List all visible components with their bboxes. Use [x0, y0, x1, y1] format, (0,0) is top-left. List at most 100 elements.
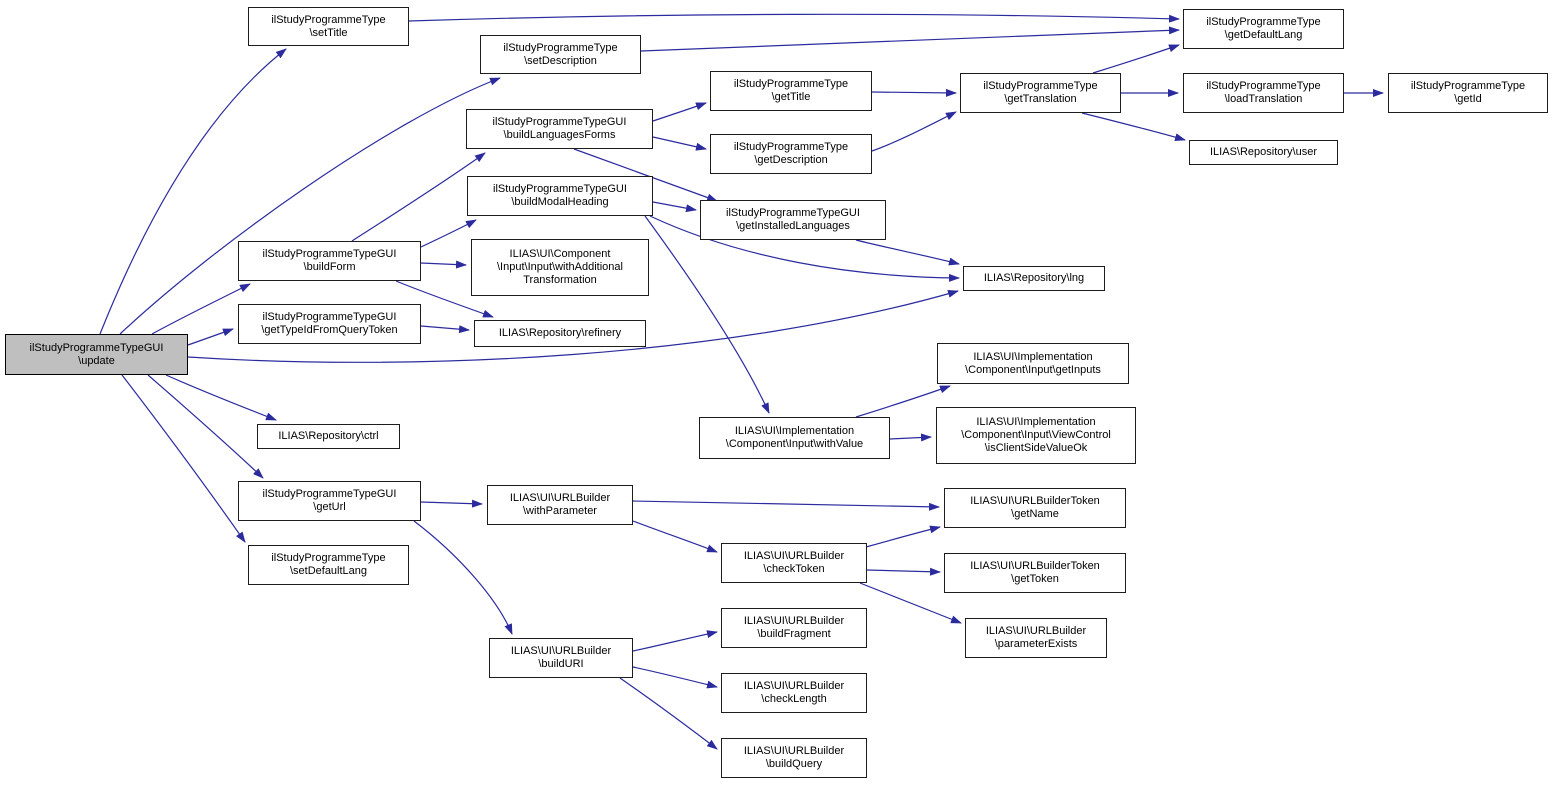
- node-getTitle[interactable]: ilStudyProgrammeType\getTitle: [710, 71, 872, 111]
- node-isClientSideValueOk-label-line-1: ILIAS\UI\Implementation: [976, 416, 1096, 428]
- node-buildLanguagesForms[interactable]: ilStudyProgrammeTypeGUI\buildLanguagesFo…: [466, 109, 653, 149]
- node-setTitle[interactable]: ilStudyProgrammeType\setTitle: [248, 7, 409, 46]
- edge-getUrl-withParameter: [420, 499, 483, 508]
- edge-getInstalledLanguages-lng: [855, 239, 960, 266]
- node-getUrl-label-line-2: \getUrl: [313, 501, 346, 513]
- node-setDefaultLang-label-line-1: ilStudyProgrammeType: [271, 552, 386, 564]
- edge-update-setTitle: [99, 48, 287, 335]
- node-getDescription[interactable]: ilStudyProgrammeType\getDescription: [710, 134, 872, 174]
- node-user[interactable]: ILIAS\Repository\user: [1189, 140, 1338, 165]
- edge-buildForm-withAdditionalTransformation: [420, 260, 467, 269]
- node-checkLength[interactable]: ILIAS\UI\URLBuilder\checkLength: [721, 673, 867, 713]
- edge-getTranslation-getDefaultLang: [1092, 44, 1180, 74]
- node-getName[interactable]: ILIAS\UI\URLBuilderToken\getName: [944, 488, 1126, 528]
- node-getUrl-label-line-1: ilStudyProgrammeTypeGUI: [262, 488, 397, 500]
- edge-buildURI-checkLength: [632, 666, 718, 689]
- edge-withValue-isClientSideValueOk: [889, 433, 932, 442]
- node-getInputs-label-line-1: ILIAS\UI\Implementation: [973, 350, 1093, 363]
- edge-buildURI-buildQuery: [619, 677, 718, 750]
- node-buildModalHeading[interactable]: ilStudyProgrammeTypeGUI\buildModalHeadin…: [467, 176, 653, 216]
- node-getTitle-label-line-1: ilStudyProgrammeType: [733, 78, 849, 90]
- node-withAdditionalTransformation-label-line-1: ILIAS\UI\Component: [509, 248, 611, 260]
- node-buildQuery-label-line-2: \buildQuery: [765, 758, 823, 770]
- node-setDefaultLang-label-line-2: \setDefaultLang: [289, 565, 368, 577]
- edge-buildForm-buildLanguagesForms: [351, 152, 486, 242]
- node-getDefaultLang[interactable]: ilStudyProgrammeType\getDefaultLang: [1183, 9, 1344, 49]
- edge-update-setDescription: [119, 77, 501, 335]
- node-getDefaultLang-label-line-1: ilStudyProgrammeType: [1206, 16, 1321, 28]
- node-getToken-label-line-2: \getToken: [1011, 573, 1059, 585]
- node-update-label-line-2: \update: [78, 354, 115, 367]
- edge-getTranslation-user: [1081, 112, 1186, 142]
- edge-update-getUrl: [147, 374, 264, 479]
- node-setDescription-label-line-1: ilStudyProgrammeType: [503, 41, 618, 54]
- node-getDefaultLang-label-line-2: \getDefaultLang: [1224, 29, 1303, 41]
- node-withParameter-label-line-2: \withParameter: [523, 505, 597, 517]
- node-withValue[interactable]: ILIAS\UI\Implementation\Component\Input\…: [699, 417, 890, 459]
- node-getTypeIdFromQueryToken-label-line-2: \getTypeIdFromQueryToken: [261, 324, 398, 336]
- node-getDescription-label-line-1: ilStudyProgrammeType: [733, 141, 849, 153]
- node-buildURI-label-line-2: \buildURI: [538, 658, 584, 670]
- node-withAdditionalTransformation-label-line-3: Transformation: [523, 274, 597, 286]
- node-getId-label-line-1: ilStudyProgrammeType: [1410, 80, 1526, 92]
- node-isClientSideValueOk-label-line-3: \isClientSideValueOk: [984, 442, 1088, 454]
- node-buildForm[interactable]: ilStudyProgrammeTypeGUI\buildForm: [238, 241, 421, 281]
- node-buildFragment-label-line-1: ILIAS\UI\URLBuilder: [743, 615, 845, 627]
- node-ctrl[interactable]: ILIAS\Repository\ctrl: [257, 424, 400, 449]
- node-lng-label-line-1: ILIAS\Repository\lng: [983, 272, 1085, 284]
- node-getTranslation-label-line-1: ilStudyProgrammeType: [983, 80, 1098, 92]
- node-buildFragment[interactable]: ILIAS\UI\URLBuilder\buildFragment: [721, 608, 867, 648]
- node-loadTranslation-label-line-2: \loadTranslation: [1224, 93, 1303, 105]
- node-loadTranslation-label-line-1: ilStudyProgrammeType: [1206, 80, 1321, 92]
- node-buildQuery[interactable]: ILIAS\UI\URLBuilder\buildQuery: [721, 738, 867, 778]
- node-loadTranslation[interactable]: ilStudyProgrammeType\loadTranslation: [1183, 73, 1344, 113]
- edge-checkToken-getToken: [866, 567, 941, 576]
- node-setDescription[interactable]: ilStudyProgrammeType\setDescription: [480, 35, 641, 74]
- node-buildQuery-label-line-1: ILIAS\UI\URLBuilder: [743, 745, 845, 757]
- edge-update-buildForm: [151, 283, 251, 335]
- edge-update-setDefaultLang: [121, 374, 246, 543]
- edge-getTitle-getTranslation: [871, 88, 957, 97]
- edge-setDescription-getDefaultLang: [640, 26, 1180, 52]
- node-isClientSideValueOk[interactable]: ILIAS\UI\Implementation\Component\Input\…: [936, 407, 1136, 464]
- node-withAdditionalTransformation-label-line-2: \Input\Input\withAdditional: [497, 261, 623, 273]
- node-getName-label-line-2: \getName: [1011, 508, 1059, 520]
- node-ctrl-label-line-1: ILIAS\Repository\ctrl: [278, 430, 379, 442]
- node-withValue-label-line-2: \Component\Input\withValue: [725, 438, 864, 450]
- node-getTypeIdFromQueryToken-label-line-1: ilStudyProgrammeTypeGUI: [262, 311, 397, 323]
- edge-withParameter-checkToken: [632, 520, 718, 553]
- edge-withParameter-getName: [632, 500, 940, 511]
- node-getToken-label-line-1: ILIAS\UI\URLBuilderToken: [970, 560, 1100, 572]
- node-setTitle-label-line-1: ilStudyProgrammeType: [271, 13, 386, 26]
- edge-buildForm-buildModalHeading: [420, 219, 477, 248]
- edge-buildModalHeading-withValue: [644, 215, 770, 414]
- node-buildURI[interactable]: ILIAS\UI\URLBuilder\buildURI: [489, 638, 633, 678]
- node-getTranslation[interactable]: ilStudyProgrammeType\getTranslation: [960, 73, 1121, 113]
- node-getInstalledLanguages[interactable]: ilStudyProgrammeTypeGUI\getInstalledLang…: [700, 200, 886, 240]
- node-getTypeIdFromQueryToken[interactable]: ilStudyProgrammeTypeGUI\getTypeIdFromQue…: [238, 304, 421, 344]
- node-getTitle-label-line-2: \getTitle: [771, 91, 811, 103]
- node-withAdditionalTransformation[interactable]: ILIAS\UI\Component\Input\Input\withAddit…: [471, 239, 649, 296]
- node-lng[interactable]: ILIAS\Repository\lng: [963, 266, 1105, 291]
- edge-update-ctrl: [165, 374, 277, 421]
- node-checkLength-label-line-1: ILIAS\UI\URLBuilder: [743, 680, 845, 692]
- node-getId[interactable]: ilStudyProgrammeType\getId: [1388, 73, 1548, 113]
- node-getUrl[interactable]: ilStudyProgrammeTypeGUI\getUrl: [238, 481, 421, 521]
- node-getInputs[interactable]: ILIAS\UI\Implementation\Component\Input\…: [937, 343, 1129, 384]
- node-parameterExists[interactable]: ILIAS\UI\URLBuilder\parameterExists: [965, 618, 1107, 658]
- node-withParameter-label-line-1: ILIAS\UI\URLBuilder: [509, 492, 611, 504]
- edge-checkToken-getName: [865, 525, 941, 548]
- node-withParameter[interactable]: ILIAS\UI\URLBuilder\withParameter: [487, 485, 633, 525]
- node-buildURI-label-line-1: ILIAS\UI\URLBuilder: [510, 645, 612, 657]
- node-setDefaultLang[interactable]: ilStudyProgrammeType\setDefaultLang: [248, 545, 409, 585]
- node-refinery[interactable]: ILIAS\Repository\refinery: [474, 320, 646, 347]
- node-getToken[interactable]: ILIAS\UI\URLBuilderToken\getToken: [944, 553, 1126, 593]
- edge-buildLanguagesForms-getTitle: [652, 102, 707, 122]
- node-update[interactable]: ilStudyProgrammeTypeGUI\update: [5, 334, 188, 375]
- node-buildLanguagesForms-label-line-2: \buildLanguagesForms: [503, 129, 616, 141]
- node-checkLength-label-line-2: \checkLength: [761, 693, 827, 705]
- edge-getUrl-buildURI: [413, 520, 513, 635]
- edge-getDescription-getTranslation: [871, 111, 957, 152]
- node-checkToken[interactable]: ILIAS\UI\URLBuilder\checkToken: [721, 543, 867, 583]
